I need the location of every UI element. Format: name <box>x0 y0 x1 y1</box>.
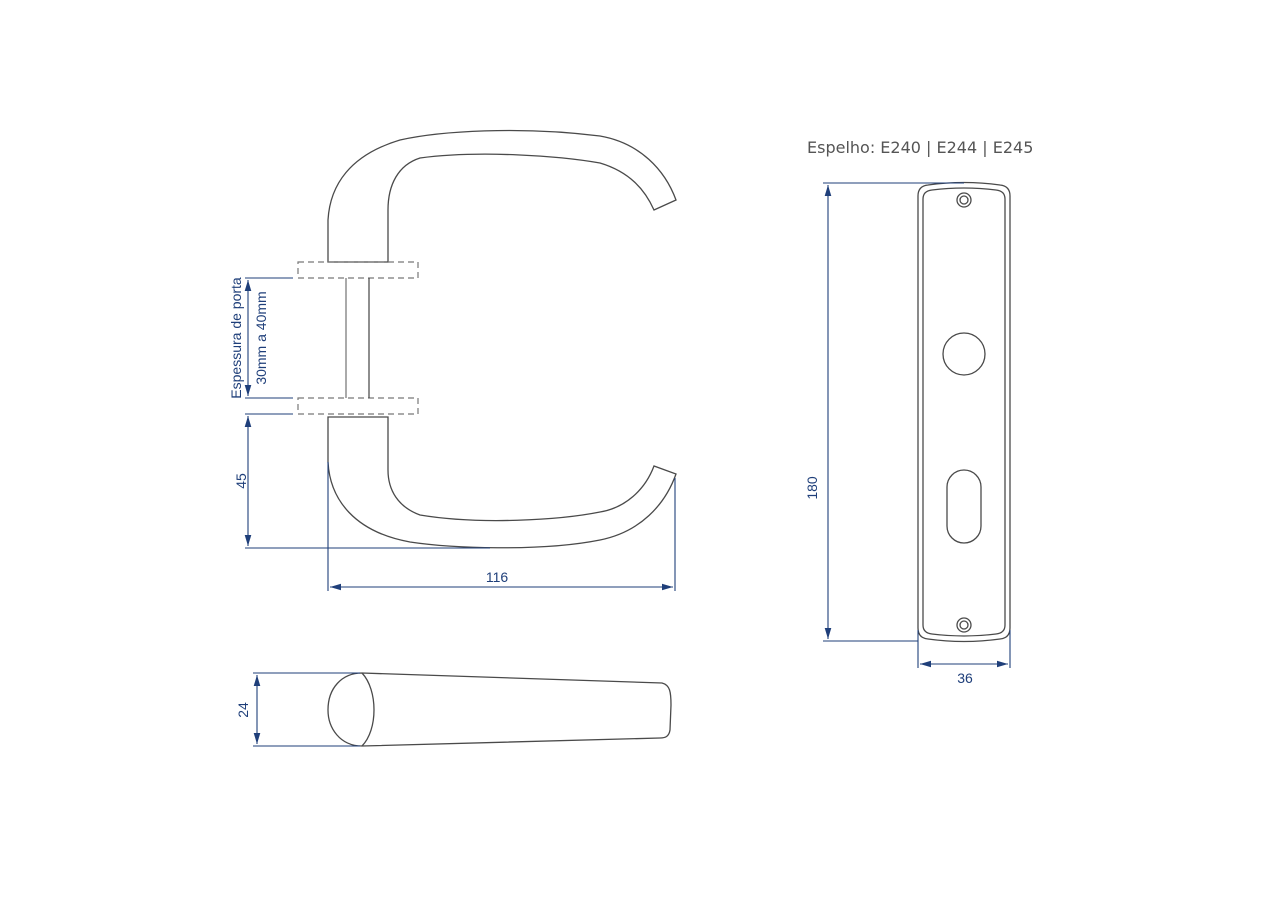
handle-height-label: 45 <box>233 473 249 489</box>
plate-height-dimension: 180 <box>804 182 964 642</box>
key-slot <box>946 469 982 544</box>
escutcheon-title: Espelho: E240 | E244 | E245 <box>807 138 1033 157</box>
rose-top <box>297 261 419 279</box>
handle-top-view <box>297 129 677 549</box>
handle-height-dimension: 45 <box>233 413 490 549</box>
plate-width-dimension: 36 <box>917 630 1011 686</box>
door-thickness-dimension: Espessura de porta 30mm a 40mm <box>228 277 293 399</box>
plate-height-label: 180 <box>804 476 820 500</box>
handle-length-dimension: 116 <box>327 462 676 591</box>
screw-hole-bottom <box>956 617 972 633</box>
door-thickness-label: Espessura de porta <box>228 277 244 399</box>
escutcheon-plate <box>917 181 1011 643</box>
rose-bottom <box>297 397 419 415</box>
handle-side-view: 24 <box>235 672 672 747</box>
door-thickness-range: 30mm a 40mm <box>253 291 269 384</box>
screw-hole-top <box>956 192 972 208</box>
handle-upper <box>327 129 677 263</box>
handle-length-label: 116 <box>486 569 509 585</box>
plate-width-label: 36 <box>957 670 973 686</box>
handle-hole <box>942 332 986 376</box>
handle-lower <box>327 416 677 549</box>
handle-thickness-label: 24 <box>235 702 251 718</box>
